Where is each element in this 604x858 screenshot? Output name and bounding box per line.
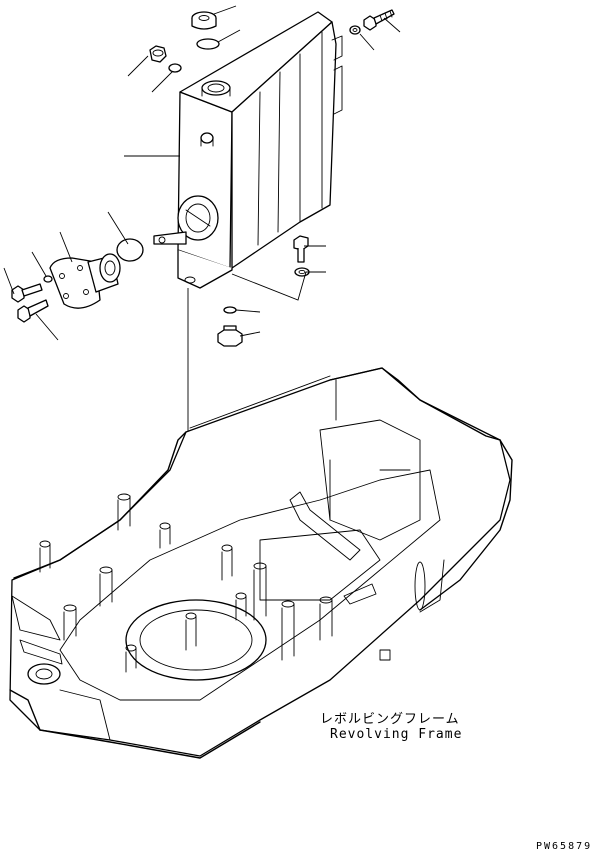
bolt-icon <box>293 235 309 263</box>
revolving-frame-icon <box>9 367 513 759</box>
caption-english: Revolving Frame <box>330 727 463 742</box>
drawing-number: PW65879 <box>536 841 593 852</box>
tank-cap-icon <box>191 11 217 30</box>
bolt-icon <box>11 283 43 303</box>
sight-gauge-icon <box>116 238 144 262</box>
hydraulic-tank-icon <box>153 11 343 289</box>
washer-icon <box>349 25 361 35</box>
filler-plug-icon <box>149 45 167 63</box>
washer-icon <box>43 275 53 283</box>
bolt-icon <box>363 9 395 31</box>
drain-plug-icon <box>217 325 243 347</box>
bolt-icon <box>17 299 49 323</box>
cap-gasket-icon <box>196 38 220 50</box>
leader-lines <box>3 5 401 560</box>
o-ring-icon <box>168 63 182 73</box>
o-ring-icon <box>223 306 237 314</box>
caption-japanese: レボルビングフレーム <box>320 712 460 727</box>
flange-cover-icon <box>49 253 121 309</box>
